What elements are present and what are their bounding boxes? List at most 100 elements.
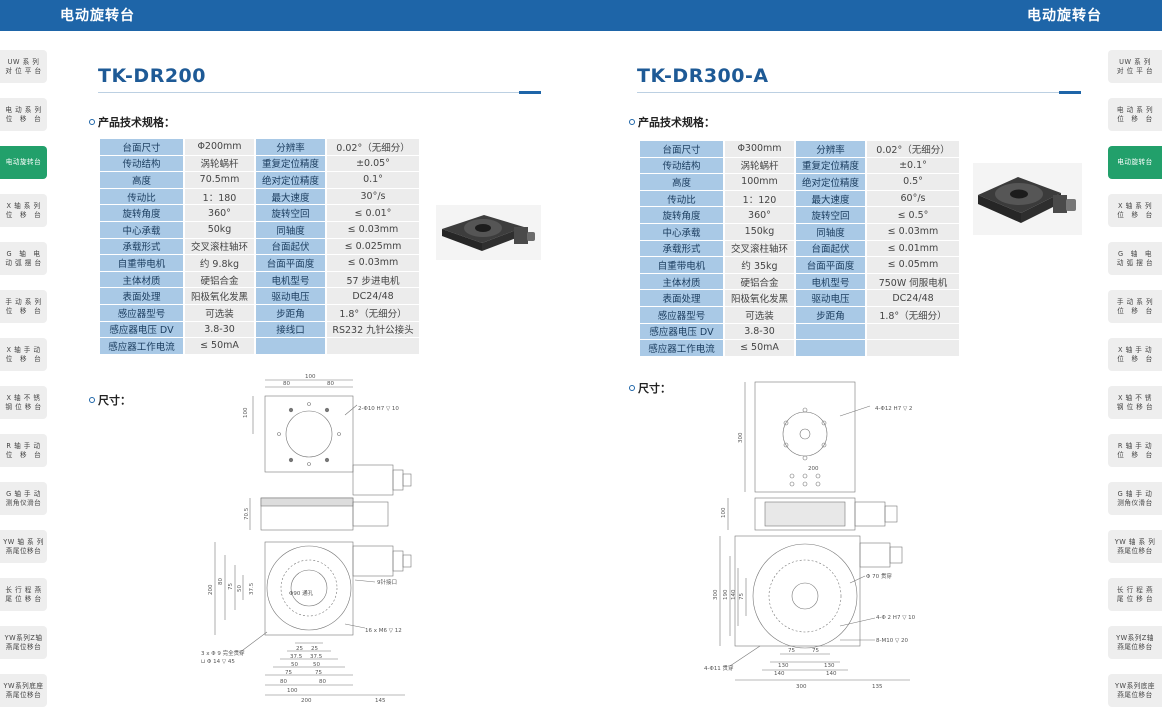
dim-label: 75 [739, 593, 745, 600]
dim-label: 75 [315, 670, 322, 676]
right-product-photo [973, 163, 1082, 235]
dim-label: 190 [723, 589, 729, 600]
dim-label: 25 [296, 646, 303, 652]
dim-label: 100 [243, 407, 249, 418]
dim-label: 50 [313, 662, 320, 668]
left-dimension-heading: 尺寸： [89, 392, 131, 408]
nav-item-manual[interactable]: 手 动 系 列 位 移 台 [0, 290, 47, 323]
dim-label: 130 [778, 663, 789, 669]
dim-label: 140 [774, 671, 785, 677]
nav-item-yw-z[interactable]: YW系列Z轴 燕尾位移台 [0, 626, 47, 659]
dim-label: 25 [311, 646, 318, 652]
dim-label: Φ90 通孔 [289, 589, 314, 597]
dim-label: 145 [375, 698, 386, 704]
dim-label: Φ 70 贯穿 [866, 572, 892, 580]
nav-item-electric[interactable]: 电 动 系 列 位 移 台 [1108, 98, 1162, 131]
nav-item-g-manual[interactable]: G 轴 手 动 测角仪滑台 [1108, 482, 1162, 515]
right-dimension-drawing: 4-Φ12 H7 ▽ 2 300 200 100 Φ 70 贯穿 4-Φ 2 H… [704, 381, 916, 690]
dim-label: 37.5 [290, 654, 303, 660]
nav-item-yw-base[interactable]: YW系列底座 燕尾位移台 [1108, 674, 1162, 707]
header-bar: 电动旋转台 电动旋转台 [0, 0, 1162, 31]
dim-label: 4-Φ12 H7 ▽ 2 [875, 406, 912, 412]
dim-label: 100 [721, 507, 727, 518]
nav-item-manual[interactable]: 手 动 系 列 位 移 台 [1108, 290, 1162, 323]
nav-item-r-manual[interactable]: R 轴 手 动 位 移 台 [0, 434, 47, 467]
dim-label: 200 [301, 698, 312, 704]
nav-item-yw-base[interactable]: YW系列底座 燕尾位移台 [0, 674, 47, 707]
dim-label: 80 [280, 679, 287, 685]
left-page-title: 电动旋转台 [60, 8, 135, 24]
dim-label: 80 [218, 578, 224, 585]
table-row: 感应器工作电流≤ 50mA [640, 340, 959, 357]
nav-item-x-axis[interactable]: X 轴 系 列 位 移 台 [1108, 194, 1162, 227]
nav-item-yw-z[interactable]: YW系列Z轴 燕尾位移台 [1108, 626, 1162, 659]
nav-item-yw[interactable]: YW 轴 系 列 燕尾位移台 [1108, 530, 1162, 563]
dim-label: 3 x Φ 9 完全贯穿 [201, 649, 245, 657]
dim-label: 37.5 [310, 654, 323, 660]
nav-item-x-manual[interactable]: X 轴 手 动 位 移 台 [1108, 338, 1162, 371]
nav-item-g-axis[interactable]: G 轴 电 动 弧 摆 台 [1108, 242, 1162, 275]
nav-item-long-stroke[interactable]: 长 行 程 燕 尾 位 移 台 [0, 578, 47, 611]
table-row: 承载形式交叉滚柱轴环台面起伏≤ 0.01mm [640, 240, 959, 258]
left-dimension-drawing: 100 80 80 100 2-Φ10 H7 ▽ 10 70.5 200 80 … [201, 374, 412, 704]
dim-label: 8-M10 ▽ 20 [876, 638, 908, 644]
right-model-title: TK-DR300-A [637, 65, 769, 87]
dim-label: 75 [788, 648, 795, 654]
dim-label: 4-Φ 2 H7 ▽ 10 [876, 615, 916, 621]
dim-label: 100 [287, 688, 298, 694]
nav-item-long-stroke[interactable]: 长 行 程 燕 尾 位 移 台 [1108, 578, 1162, 611]
dim-label: 300 [713, 589, 719, 600]
dim-label: 16 x M6 ▽ 12 [365, 628, 402, 634]
dim-label: ⊔ Φ 14 ▽ 45 [201, 659, 235, 665]
dim-label: 130 [824, 663, 835, 669]
dim-label: 135 [872, 684, 883, 690]
dim-label: 140 [826, 671, 837, 677]
nav-item-rotary[interactable]: 电动旋转台 [0, 146, 47, 179]
dim-label: 50 [237, 585, 243, 592]
nav-item-g-axis[interactable]: G 轴 电 动 弧 摆 台 [0, 242, 47, 275]
dim-label: 300 [796, 684, 807, 690]
dim-label: 200 [208, 584, 214, 595]
nav-item-g-manual[interactable]: G 轴 手 动 测角仪滑台 [0, 482, 47, 515]
dim-label: 4-Φ11 贯穿 [704, 664, 734, 672]
dim-label: 100 [305, 374, 316, 380]
nav-item-x-stainless[interactable]: X 轴 不 锈 钢 位 移 台 [0, 386, 47, 419]
right-page-title: 电动旋转台 [1027, 8, 1102, 24]
nav-item-x-axis[interactable]: X 轴 系 列 位 移 台 [0, 194, 47, 227]
dim-label: 70.5 [244, 507, 250, 520]
table-row: 感应器工作电流≤ 50mA [100, 338, 419, 355]
nav-item-uw[interactable]: UW 系 列 对 位 平 台 [1108, 50, 1162, 83]
dim-label: 37.5 [249, 582, 255, 595]
nav-item-x-manual[interactable]: X 轴 手 动 位 移 台 [0, 338, 47, 371]
nav-item-uw[interactable]: UW 系 列 对 位 平 台 [0, 50, 47, 83]
nav-item-rotary[interactable]: 电动旋转台 [1108, 146, 1162, 179]
dim-label: 80 [283, 381, 290, 387]
nav-item-r-manual[interactable]: R 轴 手 动 位 移 台 [1108, 434, 1162, 467]
left-model-title: TK-DR200 [98, 65, 206, 87]
nav-item-yw[interactable]: YW 轴 系 列 燕尾位移台 [0, 530, 47, 563]
nav-item-electric[interactable]: 电 动 系 列 位 移 台 [0, 98, 47, 131]
right-dimension-heading: 尺寸： [629, 380, 671, 396]
left-spec-heading: 产品技术规格： [89, 114, 175, 130]
left-product-photo [436, 205, 541, 260]
dim-label: 75 [812, 648, 819, 654]
dim-label: 50 [291, 662, 298, 668]
table-row: 传动结构涡轮蜗杆重复定位精度±0.1° [640, 157, 959, 175]
nav-item-x-stainless[interactable]: X 轴 不 锈 钢 位 移 台 [1108, 386, 1162, 419]
